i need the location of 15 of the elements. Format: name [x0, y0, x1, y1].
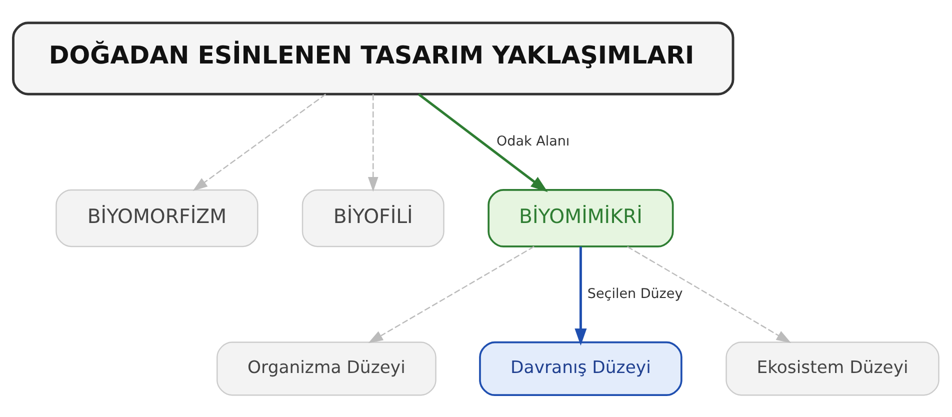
- arrow: [574, 246, 587, 346]
- arrow: [368, 94, 378, 192]
- node-box: BİYOMORFİZM: [56, 188, 258, 247]
- node-box: Davranış Düzeyi: [479, 340, 682, 396]
- edge-label: Odak Alanı: [496, 132, 570, 149]
- arrow: [192, 93, 326, 190]
- node-box: DOĞADAN ESİNLENEN TASARIM YAKLAŞIMLARI: [12, 21, 734, 95]
- arrow: [418, 92, 548, 192]
- node-box: BİYOFİLİ: [302, 188, 444, 247]
- node-box: Organizma Düzeyi: [216, 341, 436, 396]
- arrow: [368, 246, 534, 343]
- node-box: Ekosistem Düzeyi: [726, 341, 940, 396]
- arrow: [627, 246, 792, 342]
- edge-label: Seçilen Düzey: [587, 285, 683, 302]
- node-box: BİYOMİMİKRİ: [488, 188, 674, 247]
